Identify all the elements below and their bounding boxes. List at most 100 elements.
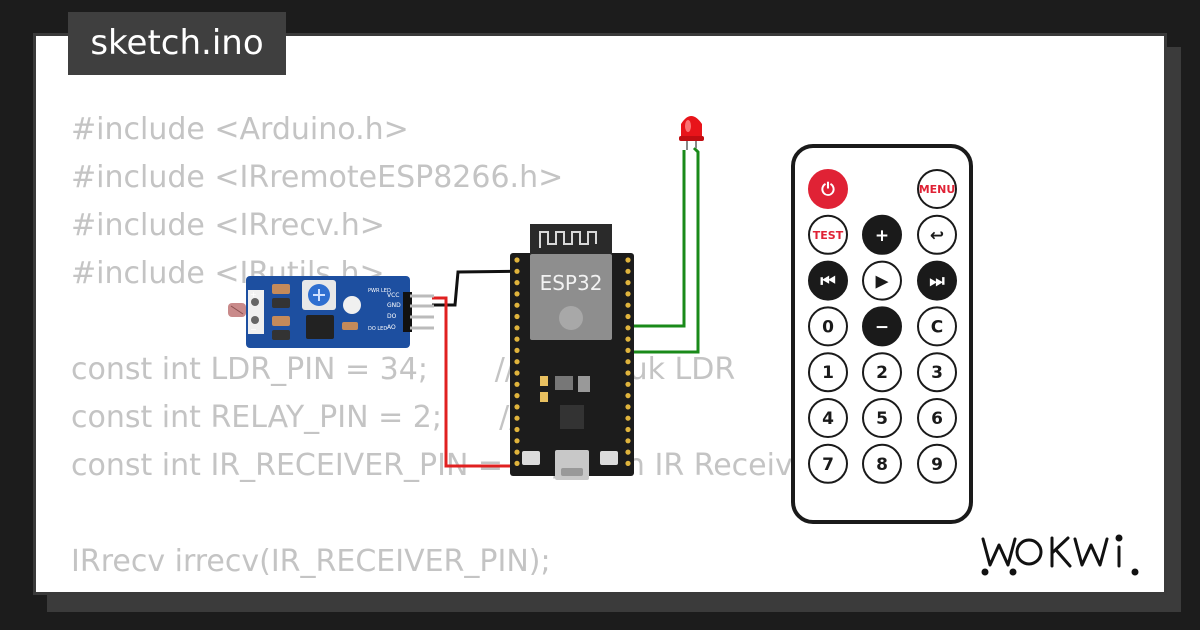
- header-pin[interactable]: [625, 404, 631, 410]
- header-pin[interactable]: [514, 381, 520, 387]
- header-pin[interactable]: [514, 291, 520, 297]
- remote-button-label: 3: [931, 363, 943, 383]
- remote-button[interactable]: −: [862, 306, 902, 347]
- header-pin[interactable]: [625, 347, 631, 353]
- remote-button-label: 4: [822, 409, 834, 429]
- remote-button-label: 0: [822, 317, 834, 337]
- header-pin[interactable]: [625, 336, 631, 342]
- header-pin[interactable]: [514, 325, 520, 331]
- header-pin[interactable]: [625, 257, 631, 263]
- header-pin[interactable]: [514, 404, 520, 410]
- remote-button[interactable]: ⏮: [808, 260, 848, 301]
- header-pin[interactable]: [514, 370, 520, 376]
- header-pin[interactable]: [514, 313, 520, 320]
- header-pin[interactable]: [625, 393, 631, 399]
- remote-button[interactable]: +: [862, 214, 902, 255]
- boot-button[interactable]: [600, 451, 618, 465]
- header-pin[interactable]: [625, 438, 631, 444]
- remote-button[interactable]: 9: [917, 443, 957, 484]
- header-pin[interactable]: [625, 280, 631, 286]
- code-line: #include <IRremoteESP8266.h>: [71, 160, 564, 195]
- ldr-sensor-module[interactable]: + − PWR LED DO LED VCC GND DO AO: [228, 276, 434, 348]
- remote-button-label: ⏮: [820, 272, 835, 292]
- remote-button-label: ⏻: [821, 180, 835, 200]
- header-pin[interactable]: [625, 302, 631, 308]
- header-pin[interactable]: [625, 381, 631, 387]
- remote-button-label: 6: [931, 409, 943, 429]
- remote-button[interactable]: MENU: [917, 169, 957, 209]
- remote-button[interactable]: TEST: [808, 214, 848, 255]
- header-pin[interactable]: [514, 359, 520, 365]
- pin-do-label: DO: [387, 313, 397, 320]
- header-pin[interactable]: [625, 359, 631, 365]
- remote-button-label: TEST: [813, 229, 844, 242]
- remote-button-label: ▶: [875, 272, 889, 292]
- header-pin[interactable]: [625, 426, 631, 433]
- header-pin[interactable]: [625, 313, 631, 320]
- header-pin[interactable]: [514, 336, 520, 342]
- remote-button-label: 1: [822, 363, 834, 383]
- wokwi-logotype: [981, 534, 1139, 576]
- esp32-module-shield: [530, 254, 612, 340]
- wokwi-logo: WOKWI: [975, 525, 1153, 581]
- wire-green-2: [628, 146, 700, 354]
- red-led[interactable]: [679, 116, 704, 150]
- header-pin[interactable]: [514, 257, 520, 263]
- remote-button[interactable]: 8: [862, 443, 902, 484]
- header-pin[interactable]: [625, 325, 631, 331]
- remote-button[interactable]: 4: [808, 398, 848, 438]
- remote-button[interactable]: ⏻: [808, 169, 848, 209]
- header-pin[interactable]: [514, 268, 520, 274]
- remote-button[interactable]: C: [917, 306, 957, 347]
- pin-gnd-label: GND: [387, 302, 401, 309]
- header-pin[interactable]: [514, 280, 520, 286]
- remote-button-label: C: [931, 317, 943, 337]
- remote-button[interactable]: 5: [862, 398, 902, 438]
- header-pin[interactable]: [625, 460, 631, 466]
- file-tab[interactable]: sketch.ino: [68, 12, 286, 75]
- remote-button[interactable]: ↩: [917, 214, 957, 255]
- header-pin[interactable]: [514, 449, 520, 455]
- header-pin[interactable]: [625, 370, 631, 376]
- remote-button[interactable]: 3: [917, 352, 957, 393]
- header-pin[interactable]: [625, 449, 631, 455]
- remote-button[interactable]: 0: [808, 306, 848, 347]
- header-pin[interactable]: [625, 291, 631, 297]
- remote-button-label: MENU: [919, 183, 956, 196]
- remote-button-label: −: [875, 317, 889, 337]
- header-pin[interactable]: [514, 438, 520, 444]
- remote-button[interactable]: 1: [808, 352, 848, 393]
- header-pin[interactable]: [514, 302, 520, 308]
- code-line: #include <Arduino.h>: [71, 112, 409, 147]
- remote-button-label: 9: [931, 455, 943, 475]
- remote-button[interactable]: 6: [917, 398, 957, 438]
- remote-button-label: ⏭: [929, 272, 945, 292]
- remote-button-label: 5: [876, 409, 888, 429]
- header-pin[interactable]: [625, 415, 631, 421]
- header-pin[interactable]: [514, 347, 520, 353]
- header-pin[interactable]: [514, 426, 520, 433]
- code-line: #include <IRrecv.h>: [71, 208, 385, 243]
- header-pin[interactable]: [514, 393, 520, 399]
- remote-button-label: +: [875, 226, 889, 246]
- remote-button-label: 7: [822, 455, 834, 475]
- esp32-label: ESP32: [540, 271, 603, 295]
- remote-button-label: ↩: [930, 226, 944, 246]
- remote-button-label: 2: [876, 363, 888, 383]
- remote-button[interactable]: 2: [862, 352, 902, 393]
- header-pin[interactable]: [625, 268, 631, 274]
- pin-vcc-label: VCC: [387, 292, 399, 299]
- minus-sign: −: [250, 325, 257, 334]
- header-pin[interactable]: [514, 415, 520, 421]
- ir-remote[interactable]: ⏻ MENU TEST + ↩ ⏮ ▶ ⏭ 0 − C 1 2 3 4 5 6 7 8 9: [791, 144, 973, 524]
- remote-button[interactable]: ⏭: [917, 260, 957, 301]
- wire-red: [432, 296, 512, 468]
- remote-button[interactable]: 7: [808, 443, 848, 484]
- header-pin[interactable]: [514, 460, 520, 466]
- esp32-board[interactable]: ESP32: [510, 224, 634, 480]
- remote-button[interactable]: ▶: [862, 260, 902, 301]
- plus-sign: +: [250, 290, 257, 299]
- code-line: IRrecv irrecv(IR_RECEIVER_PIN);: [71, 544, 551, 579]
- en-button[interactable]: [522, 451, 540, 465]
- pwr-led-label: PWR LED: [368, 288, 391, 294]
